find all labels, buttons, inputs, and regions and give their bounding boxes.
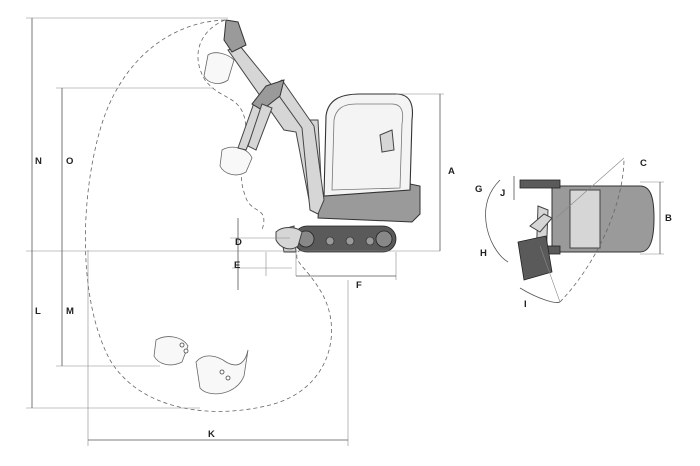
label-G: G — [475, 184, 482, 195]
bucket-position-top — [203, 52, 235, 84]
label-L: L — [35, 306, 41, 317]
top-view-bucket — [517, 235, 553, 281]
top-view-track-upper — [519, 179, 561, 189]
dim-arc-G — [485, 179, 501, 223]
label-O: O — [66, 156, 73, 167]
label-H: H — [480, 248, 487, 259]
excavator-side-view — [247, 79, 421, 253]
cab — [323, 93, 414, 197]
label-N: N — [35, 156, 42, 167]
dimension-lines — [26, 17, 664, 446]
dimension-labels: A B C D E F G H I J K L M N O — [35, 156, 672, 440]
dim-arc-H — [485, 221, 509, 263]
dipper-arm — [247, 103, 273, 151]
dim-arc-I — [519, 287, 561, 303]
top-view-cab — [569, 189, 601, 249]
label-M: M — [66, 306, 74, 317]
digging-envelope — [85, 19, 332, 412]
excavator-top-view — [517, 179, 655, 281]
label-E: E — [234, 260, 240, 271]
label-J: J — [500, 188, 505, 199]
label-D: D — [235, 237, 242, 248]
label-C: C — [640, 158, 647, 169]
label-K: K — [208, 429, 215, 440]
bucket-position-low-right — [195, 349, 249, 395]
label-B: B — [665, 213, 672, 224]
dim-arc-C — [559, 157, 625, 303]
label-I: I — [524, 299, 527, 310]
label-F: F — [356, 280, 362, 291]
bucket-position-low-left — [153, 336, 189, 366]
top-view-body — [551, 185, 655, 253]
label-A: A — [448, 166, 455, 177]
